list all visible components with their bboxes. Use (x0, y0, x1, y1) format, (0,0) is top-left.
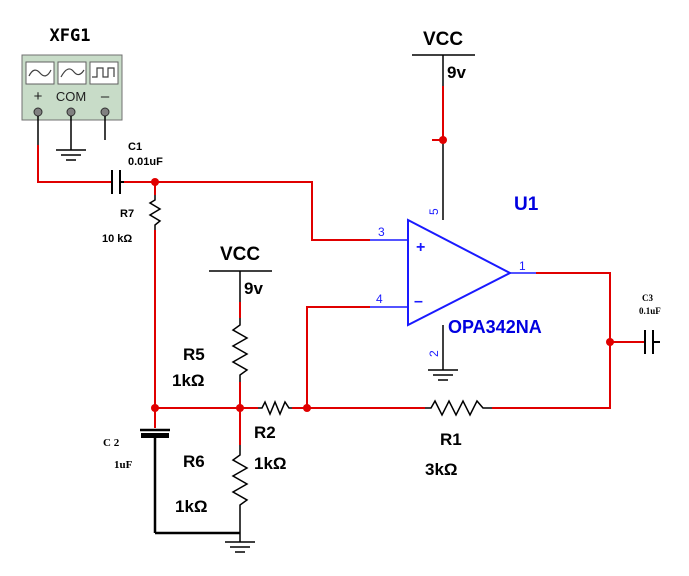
r5-ref: R5 (183, 345, 205, 364)
c1-value: 0.01uF (128, 156, 163, 168)
wire-gen-to-c1 (37, 145, 112, 183)
junction-dots (151, 136, 614, 412)
opamp-plus-symbol: + (416, 239, 425, 256)
ground-icon (225, 541, 255, 553)
opamp-model: OPA342NA (448, 317, 542, 337)
vcc-top-value: 9v (447, 63, 466, 82)
signal-wires (37, 86, 645, 445)
capacitor-c2[interactable] (140, 428, 240, 535)
function-generator[interactable]: + COM – (21, 54, 123, 121)
c1-ref: C1 (128, 141, 142, 153)
vcc-top-label: VCC (423, 29, 463, 50)
opamp-minus-symbol: – (414, 293, 423, 310)
triangle-wave-icon (57, 61, 87, 85)
opamp-ref: U1 (514, 194, 539, 215)
wire-to-in-minus (306, 306, 370, 408)
r7-ref: R7 (120, 208, 134, 220)
generator-minus-terminal[interactable] (100, 107, 110, 117)
generator-plus-terminal[interactable] (33, 107, 43, 117)
generator-minus-label: – (101, 88, 110, 105)
r2-value: 1kΩ (254, 454, 287, 473)
c2-value: 1uF (114, 459, 133, 471)
opamp-u1[interactable] (407, 218, 513, 327)
c3-ref: C3 (642, 293, 653, 303)
pin-4-label: 4 (376, 292, 383, 306)
vcc-mid-value: 9v (244, 279, 263, 298)
pin-2-label: 2 (427, 350, 441, 357)
generator-com-label: COM (56, 89, 86, 104)
generator-com-terminal[interactable] (66, 107, 76, 117)
resistor-r6[interactable] (231, 445, 249, 512)
r2-ref: R2 (254, 423, 276, 442)
opamp-triangle (407, 218, 513, 327)
ground-icon (56, 149, 86, 161)
wire-c1-to-in-plus (124, 181, 370, 241)
r6-ref: R6 (183, 452, 205, 471)
generator-plus-label: + (34, 88, 43, 105)
c2-ref: C 2 (103, 437, 120, 449)
capacitor-c3[interactable] (644, 330, 660, 354)
generator-name: XFG1 (50, 26, 91, 46)
resistor-r7[interactable] (148, 195, 162, 230)
pin-5-label: 5 (427, 208, 441, 215)
r7-value: 10 kΩ (102, 233, 132, 245)
pin-1-label: 1 (519, 259, 526, 273)
r6-value: 1kΩ (175, 497, 208, 516)
resistor-r1[interactable] (425, 399, 492, 417)
ground-icon (428, 369, 458, 381)
r5-value: 1kΩ (172, 371, 205, 390)
opamp-pin-wires (370, 239, 536, 308)
capacitor-c1[interactable] (111, 170, 124, 194)
wire-feedback-out (492, 272, 611, 409)
pin-3-label: 3 (378, 225, 385, 239)
resistor-r5[interactable] (231, 318, 249, 382)
r1-value: 3kΩ (425, 460, 458, 479)
r1-ref: R1 (440, 430, 462, 449)
resistor-r2[interactable] (258, 400, 292, 416)
c3-value: 0.1uF (639, 306, 661, 316)
vcc-mid-label: VCC (220, 244, 260, 265)
